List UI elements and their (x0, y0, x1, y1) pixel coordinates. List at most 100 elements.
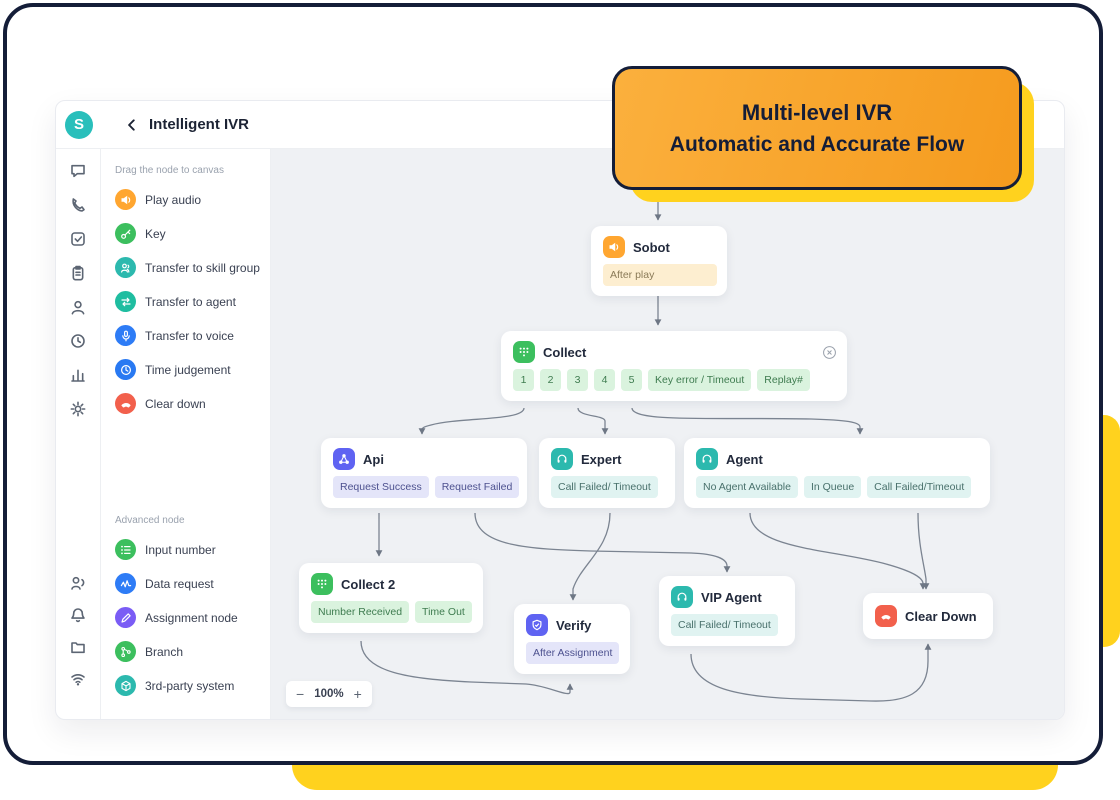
node-tag[interactable]: No Agent Available (696, 476, 798, 498)
flow-node-collect-2[interactable]: Collect 2 Number Received Time Out (299, 563, 483, 633)
palette-item-label: Transfer to skill group (145, 260, 260, 275)
connector-wires (360, 198, 932, 702)
node-tag[interactable]: Request Failed (434, 476, 520, 498)
network-icon (333, 448, 355, 470)
zoom-level: 100% (314, 688, 344, 700)
callout-line-1: Multi-level IVR (741, 99, 893, 125)
node-tag[interactable]: Number Received (311, 601, 410, 623)
palette-item-label: Play audio (145, 192, 202, 207)
node-tag[interactable]: After play (603, 264, 717, 286)
zoom-out-button[interactable]: − (296, 686, 305, 702)
flow-node-expert[interactable]: Expert Call Failed/ Timeout (539, 438, 675, 508)
node-tag[interactable]: In Queue (803, 476, 862, 498)
palette-item-data-request[interactable]: Data request (115, 573, 258, 594)
palette-item-transfer-skill-group[interactable]: Transfer to skill group (115, 257, 260, 278)
node-title: VIP Agent (701, 589, 762, 605)
pulse-icon (115, 573, 136, 594)
chat-icon[interactable] (70, 163, 86, 179)
node-tag[interactable]: 2 (540, 369, 561, 391)
gear-icon[interactable] (70, 401, 86, 417)
pen-icon (115, 607, 136, 628)
wifi-icon[interactable] (70, 671, 86, 687)
node-title: Collect 2 (341, 576, 396, 592)
palette-item-3rd-party-system[interactable]: 3rd-party system (115, 675, 258, 696)
palette-item-time-judgement[interactable]: Time judgement (115, 359, 258, 380)
node-tag[interactable]: Call Failed/ Timeout (671, 614, 778, 636)
palette-item-label: Transfer to agent (145, 294, 236, 309)
phone-down-icon (115, 393, 136, 414)
speaker-icon (603, 236, 625, 258)
node-tag[interactable]: Call Failed/Timeout (867, 476, 972, 498)
flow-canvas[interactable]: Sobot After play Collect 1 2 (271, 149, 1064, 719)
keypad-icon (311, 573, 333, 595)
flow-node-sobot[interactable]: Sobot After play (591, 226, 727, 296)
palette-item-label: 3rd-party system (145, 678, 235, 693)
node-title: Clear Down (905, 608, 977, 624)
support-agent-icon[interactable] (70, 299, 86, 315)
palette-item-label: Clear down (145, 396, 206, 411)
node-tag[interactable]: 1 (513, 369, 534, 391)
zoom-in-button[interactable]: + (353, 686, 362, 702)
flow-node-collect[interactable]: Collect 1 2 3 4 5 Key error / Timeout Re… (501, 331, 847, 401)
analytics-icon[interactable] (70, 367, 86, 383)
flow-node-api[interactable]: Api Request Success Request Failed (321, 438, 527, 508)
sobot-logo: S (65, 110, 93, 139)
flow-node-vip-agent[interactable]: VIP Agent Call Failed/ Timeout (659, 576, 795, 646)
back-button[interactable] (125, 118, 139, 132)
node-tag[interactable]: After Assignment (526, 642, 620, 664)
node-tag[interactable]: Call Failed/ Timeout (551, 476, 658, 498)
phone-down-icon (875, 605, 897, 627)
app-header: S Intelligent IVR (56, 101, 1064, 149)
palette-item-assignment-node[interactable]: Assignment node (115, 607, 258, 628)
palette-item-transfer-agent[interactable]: Transfer to agent (115, 291, 258, 312)
headset-icon (551, 448, 573, 470)
speaker-icon (115, 189, 136, 210)
palette-item-play-audio[interactable]: Play audio (115, 189, 258, 210)
phone-icon[interactable] (70, 197, 86, 213)
skill-group-icon (115, 257, 136, 278)
palette-item-key[interactable]: Key (115, 223, 258, 244)
shield-check-icon (526, 614, 548, 636)
flow-node-agent[interactable]: Agent No Agent Available In Queue Call F… (684, 438, 990, 508)
page-title: Intelligent IVR (149, 116, 250, 133)
feature-callout: Multi-level IVR Automatic and Accurate F… (612, 66, 1022, 190)
keypad-icon (513, 341, 535, 363)
palette-item-transfer-voice[interactable]: Transfer to voice (115, 325, 258, 346)
palette-item-label: Transfer to voice (145, 328, 234, 343)
palette-item-branch[interactable]: Branch (115, 641, 258, 662)
clipboard-icon[interactable] (70, 265, 86, 281)
history-icon[interactable] (70, 333, 86, 349)
headset-icon (671, 586, 693, 608)
node-title: Collect (543, 344, 587, 360)
palette-item-input-number[interactable]: Input number (115, 539, 258, 560)
node-title: Expert (581, 451, 622, 467)
microphone-icon (115, 325, 136, 346)
node-tag[interactable]: 5 (621, 369, 642, 391)
notification-bell-icon[interactable] (70, 607, 86, 623)
palette-hint: Drag the node to canvas (115, 165, 224, 176)
zoom-control: − 100% + (286, 681, 372, 707)
folder-icon[interactable] (70, 639, 86, 655)
node-tag[interactable]: Time Out (415, 601, 472, 623)
palette-item-label: Branch (145, 644, 184, 659)
node-tag[interactable]: Replay# (757, 369, 810, 391)
flow-node-verify[interactable]: Verify After Assignment (514, 604, 630, 674)
node-tag[interactable]: 4 (594, 369, 615, 391)
node-tag[interactable]: Request Success (333, 476, 429, 498)
clock-icon (115, 359, 136, 380)
palette-item-clear-down[interactable]: Clear down (115, 393, 258, 414)
branch-icon (115, 641, 136, 662)
cube-icon (115, 675, 136, 696)
voice-request-icon[interactable] (70, 575, 86, 591)
node-title: Api (363, 451, 384, 467)
close-node-icon[interactable] (822, 345, 837, 360)
flow-node-clear-down[interactable]: Clear Down (863, 593, 993, 639)
checklist-icon[interactable] (70, 231, 86, 247)
node-tag[interactable]: 3 (567, 369, 588, 391)
node-tag[interactable]: Key error / Timeout (648, 369, 752, 391)
key-icon (115, 223, 136, 244)
node-title: Agent (726, 451, 763, 467)
node-title: Verify (556, 617, 592, 633)
palette-item-label: Key (145, 226, 166, 241)
